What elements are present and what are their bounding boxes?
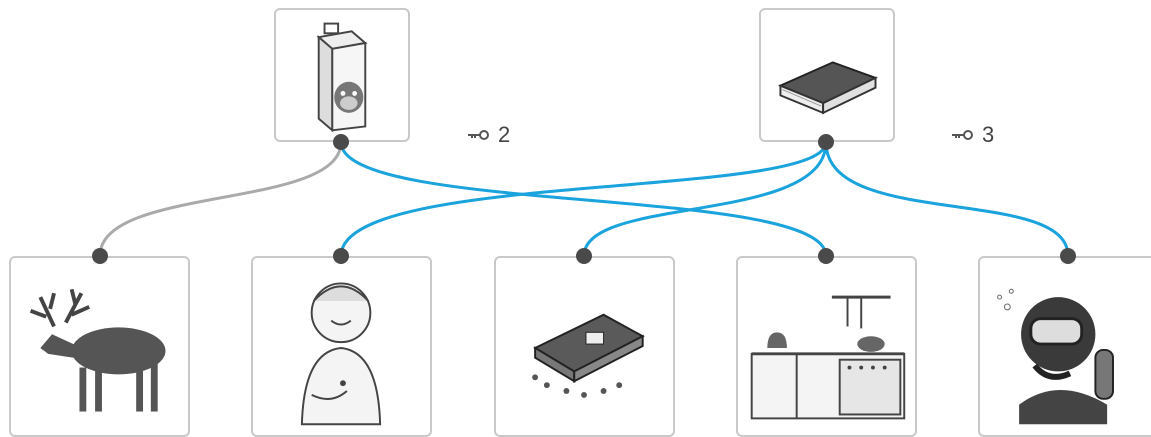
milk-carton-icon [276,10,408,140]
diver-icon [980,258,1151,435]
hint-count-label: 3 [982,122,994,148]
hole-punch-icon [496,258,673,435]
hint-count-milk: 2 [466,122,510,148]
book-icon [761,10,893,140]
hint-count-label: 2 [498,122,510,148]
card-moose[interactable] [9,256,190,437]
link-milk-moose [100,142,341,256]
key-icon [950,129,974,141]
card-book[interactable] [759,8,895,142]
link-milk-kitchen [341,142,826,256]
key-icon [466,129,490,141]
kitchen-icon [738,258,915,435]
card-punch[interactable] [494,256,675,437]
card-milk[interactable] [274,8,410,142]
link-book-belly [341,142,826,256]
hint-count-book: 3 [950,122,994,148]
card-kitchen[interactable] [736,256,917,437]
card-belly[interactable] [251,256,432,437]
moose-icon [11,258,188,435]
boy-belly-icon [253,258,430,435]
card-diver[interactable] [978,256,1151,437]
link-book-punch [584,142,826,256]
link-book-diver [826,142,1068,256]
